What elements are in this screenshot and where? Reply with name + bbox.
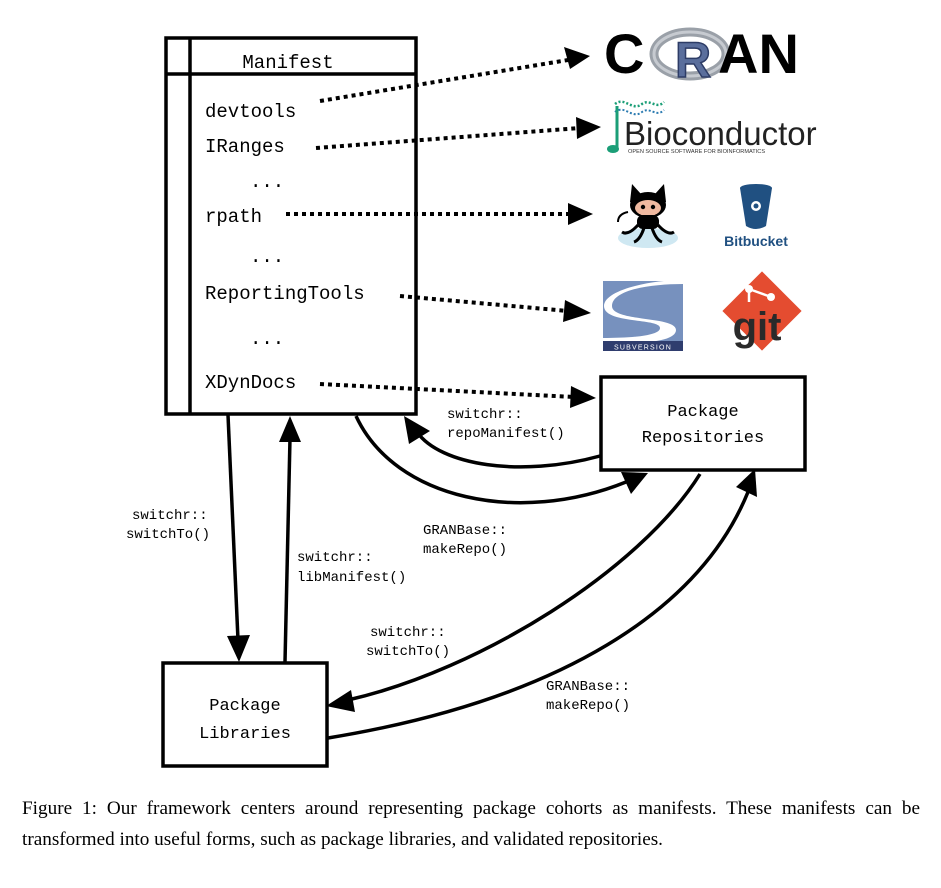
dotted-arrows: [286, 58, 581, 399]
cran-logo: C R AN: [604, 22, 799, 89]
label-switchto-left-line2: switchTo(): [126, 527, 210, 543]
svg-text:AN: AN: [718, 22, 799, 85]
arrowhead: [621, 472, 648, 494]
manifest-entry: XDynDocs: [205, 372, 296, 394]
label-switchto-right-line1: switchr::: [370, 625, 446, 641]
manifest-entry: devtools: [205, 101, 296, 123]
svg-text:R: R: [675, 32, 711, 88]
arrow-manifest-to-libraries: [226, 414, 240, 641]
svg-text:C: C: [604, 22, 644, 85]
arrowhead: [326, 690, 355, 712]
manifest-ellipsis: ...: [250, 328, 284, 350]
dotted-arrow: [399, 294, 569, 313]
label-repomanifest-line1: switchr::: [447, 407, 523, 423]
arrow-libraries-to-repos: [327, 491, 750, 740]
label-libmanifest-line1: switchr::: [297, 550, 373, 566]
solid-arrowheads: [227, 416, 757, 712]
figure-caption: Figure 1: Our framework centers around r…: [22, 798, 920, 850]
label-repomanifest-line2: repoManifest(): [447, 426, 565, 442]
arrow-libraries-to-manifest: [283, 437, 292, 663]
manifest-title: Manifest: [242, 52, 333, 74]
arrowhead: [570, 386, 596, 408]
bioconductor-name: Bioconductor: [624, 115, 817, 152]
arrowhead: [736, 469, 757, 497]
arrowhead: [279, 416, 301, 442]
manifest-entry: IRanges: [205, 136, 285, 158]
label-switchto-right-line2: switchTo(): [366, 644, 450, 660]
label-makerepo-bottom-line1: GRANBase::: [546, 679, 630, 695]
github-octocat-icon: [617, 184, 678, 248]
arrowhead: [564, 47, 590, 69]
box-label-line: Package: [667, 403, 738, 422]
arrow-manifest-to-repos: [354, 415, 627, 505]
box-label-line: Package: [209, 697, 280, 716]
solid-arrows: [226, 414, 750, 740]
git-logo: git: [722, 271, 802, 351]
edge-labels: switchr:: repoManifest() switchr:: switc…: [126, 407, 630, 714]
box-label-line: Libraries: [199, 725, 291, 744]
arrowhead: [568, 203, 593, 225]
arrowhead: [404, 416, 430, 444]
subversion-logo: SUBVERSION: [603, 280, 683, 352]
label-makerepo-top-line2: makeRepo(): [423, 542, 507, 558]
arrow-repos-to-libraries: [347, 473, 702, 702]
subversion-wordmark: SUBVERSION: [614, 345, 672, 352]
arrowhead: [227, 635, 250, 662]
label-makerepo-bottom-line2: makeRepo(): [546, 698, 630, 714]
manifest-entry: rpath: [205, 206, 262, 228]
label-switchto-left-line1: switchr::: [132, 508, 208, 524]
git-wordmark: git: [733, 305, 782, 349]
dotted-arrow: [319, 382, 575, 399]
dotted-arrowheads: [563, 47, 601, 408]
manifest-ellipsis: ...: [250, 171, 284, 193]
box-label-line: Repositories: [642, 429, 764, 448]
package-repositories-box: Package Repositories: [599, 375, 807, 472]
manifest-table: Manifest devtools IRanges ... rpath ... …: [164, 36, 418, 416]
arrowhead: [563, 300, 591, 322]
bioconductor-tagline: OPEN SOURCE SOFTWARE FOR BIOINFORMATICS: [628, 149, 765, 155]
arrow-repos-to-manifest: [415, 430, 601, 469]
manifest-ellipsis: ...: [250, 246, 284, 268]
bitbucket-wordmark: Bitbucket: [724, 233, 788, 249]
label-libmanifest-line2: libManifest(): [297, 570, 406, 586]
label-makerepo-top-line1: GRANBase::: [423, 523, 507, 539]
package-libraries-box: Package Libraries: [161, 661, 329, 768]
bitbucket-logo: Bitbucket: [724, 184, 788, 249]
dotted-arrow: [319, 58, 569, 103]
arrowhead: [576, 117, 601, 139]
bioconductor-logo: Bioconductor OPEN SOURCE SOFTWARE FOR BI…: [607, 100, 817, 155]
manifest-entry: ReportingTools: [205, 283, 365, 305]
